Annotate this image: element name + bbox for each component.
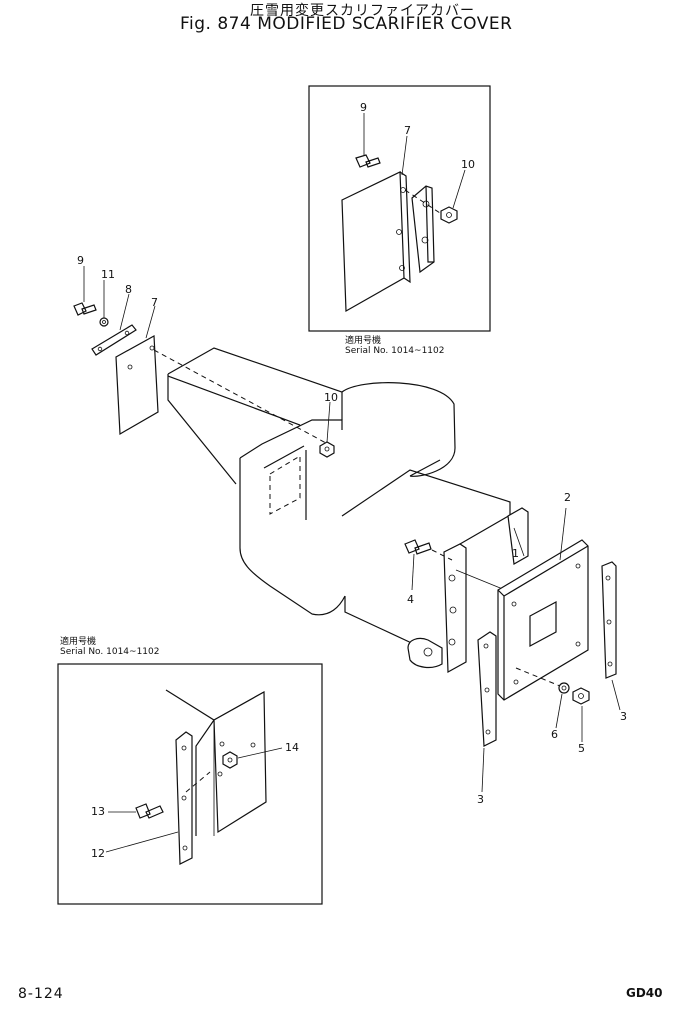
inset-bottom-applicable-label: 適用号機 [60, 637, 97, 647]
inset-top-callout-9: 9 [360, 101, 367, 114]
nut-icon [319, 441, 335, 458]
inset-top-applicable-label: 適用号機 [345, 336, 382, 346]
nut-icon [572, 687, 590, 705]
inset-box-top [308, 85, 491, 332]
inset-top-callout-10: 10 [461, 158, 475, 171]
bolt-icon [404, 539, 432, 555]
callout-3-right: 3 [620, 710, 627, 723]
callout-7: 7 [151, 296, 158, 309]
title-japanese: 圧雪用変更スカリファイアカバー [250, 3, 475, 19]
inset-bottom-callout-13: 13 [91, 805, 105, 818]
inset-bottom-callout-12: 12 [91, 847, 105, 860]
bolt-icon [355, 154, 381, 168]
inset-top-callout-7: 7 [404, 124, 411, 137]
inset-top-serial: Serial No. 1014~1102 [345, 346, 445, 356]
callout-10: 10 [324, 391, 338, 404]
page-number: 8-124 [18, 986, 64, 1002]
callout-8: 8 [125, 283, 132, 296]
inset-box-bottom [57, 663, 323, 905]
cover-plate-icon [341, 171, 411, 313]
callout-3-lower: 3 [477, 793, 484, 806]
callout-2: 2 [564, 491, 571, 504]
nut-icon [440, 206, 458, 224]
callout-11: 11 [101, 268, 115, 281]
inset-bottom-serial: Serial No. 1014~1102 [60, 647, 160, 657]
model-code: GD40 [626, 986, 663, 1000]
callout-1: 1 [512, 547, 519, 560]
inset-bottom-callout-14: 14 [285, 741, 299, 754]
nut-icon [222, 751, 238, 769]
callout-5: 5 [578, 742, 585, 755]
callout-4: 4 [407, 593, 414, 606]
callout-9: 9 [77, 254, 84, 267]
figure-title: Fig. 874 MODIFIED SCARIFIER COVER [180, 14, 513, 34]
bolt-icon [135, 803, 164, 819]
bolt-icon [73, 302, 97, 316]
callout-6: 6 [551, 728, 558, 741]
